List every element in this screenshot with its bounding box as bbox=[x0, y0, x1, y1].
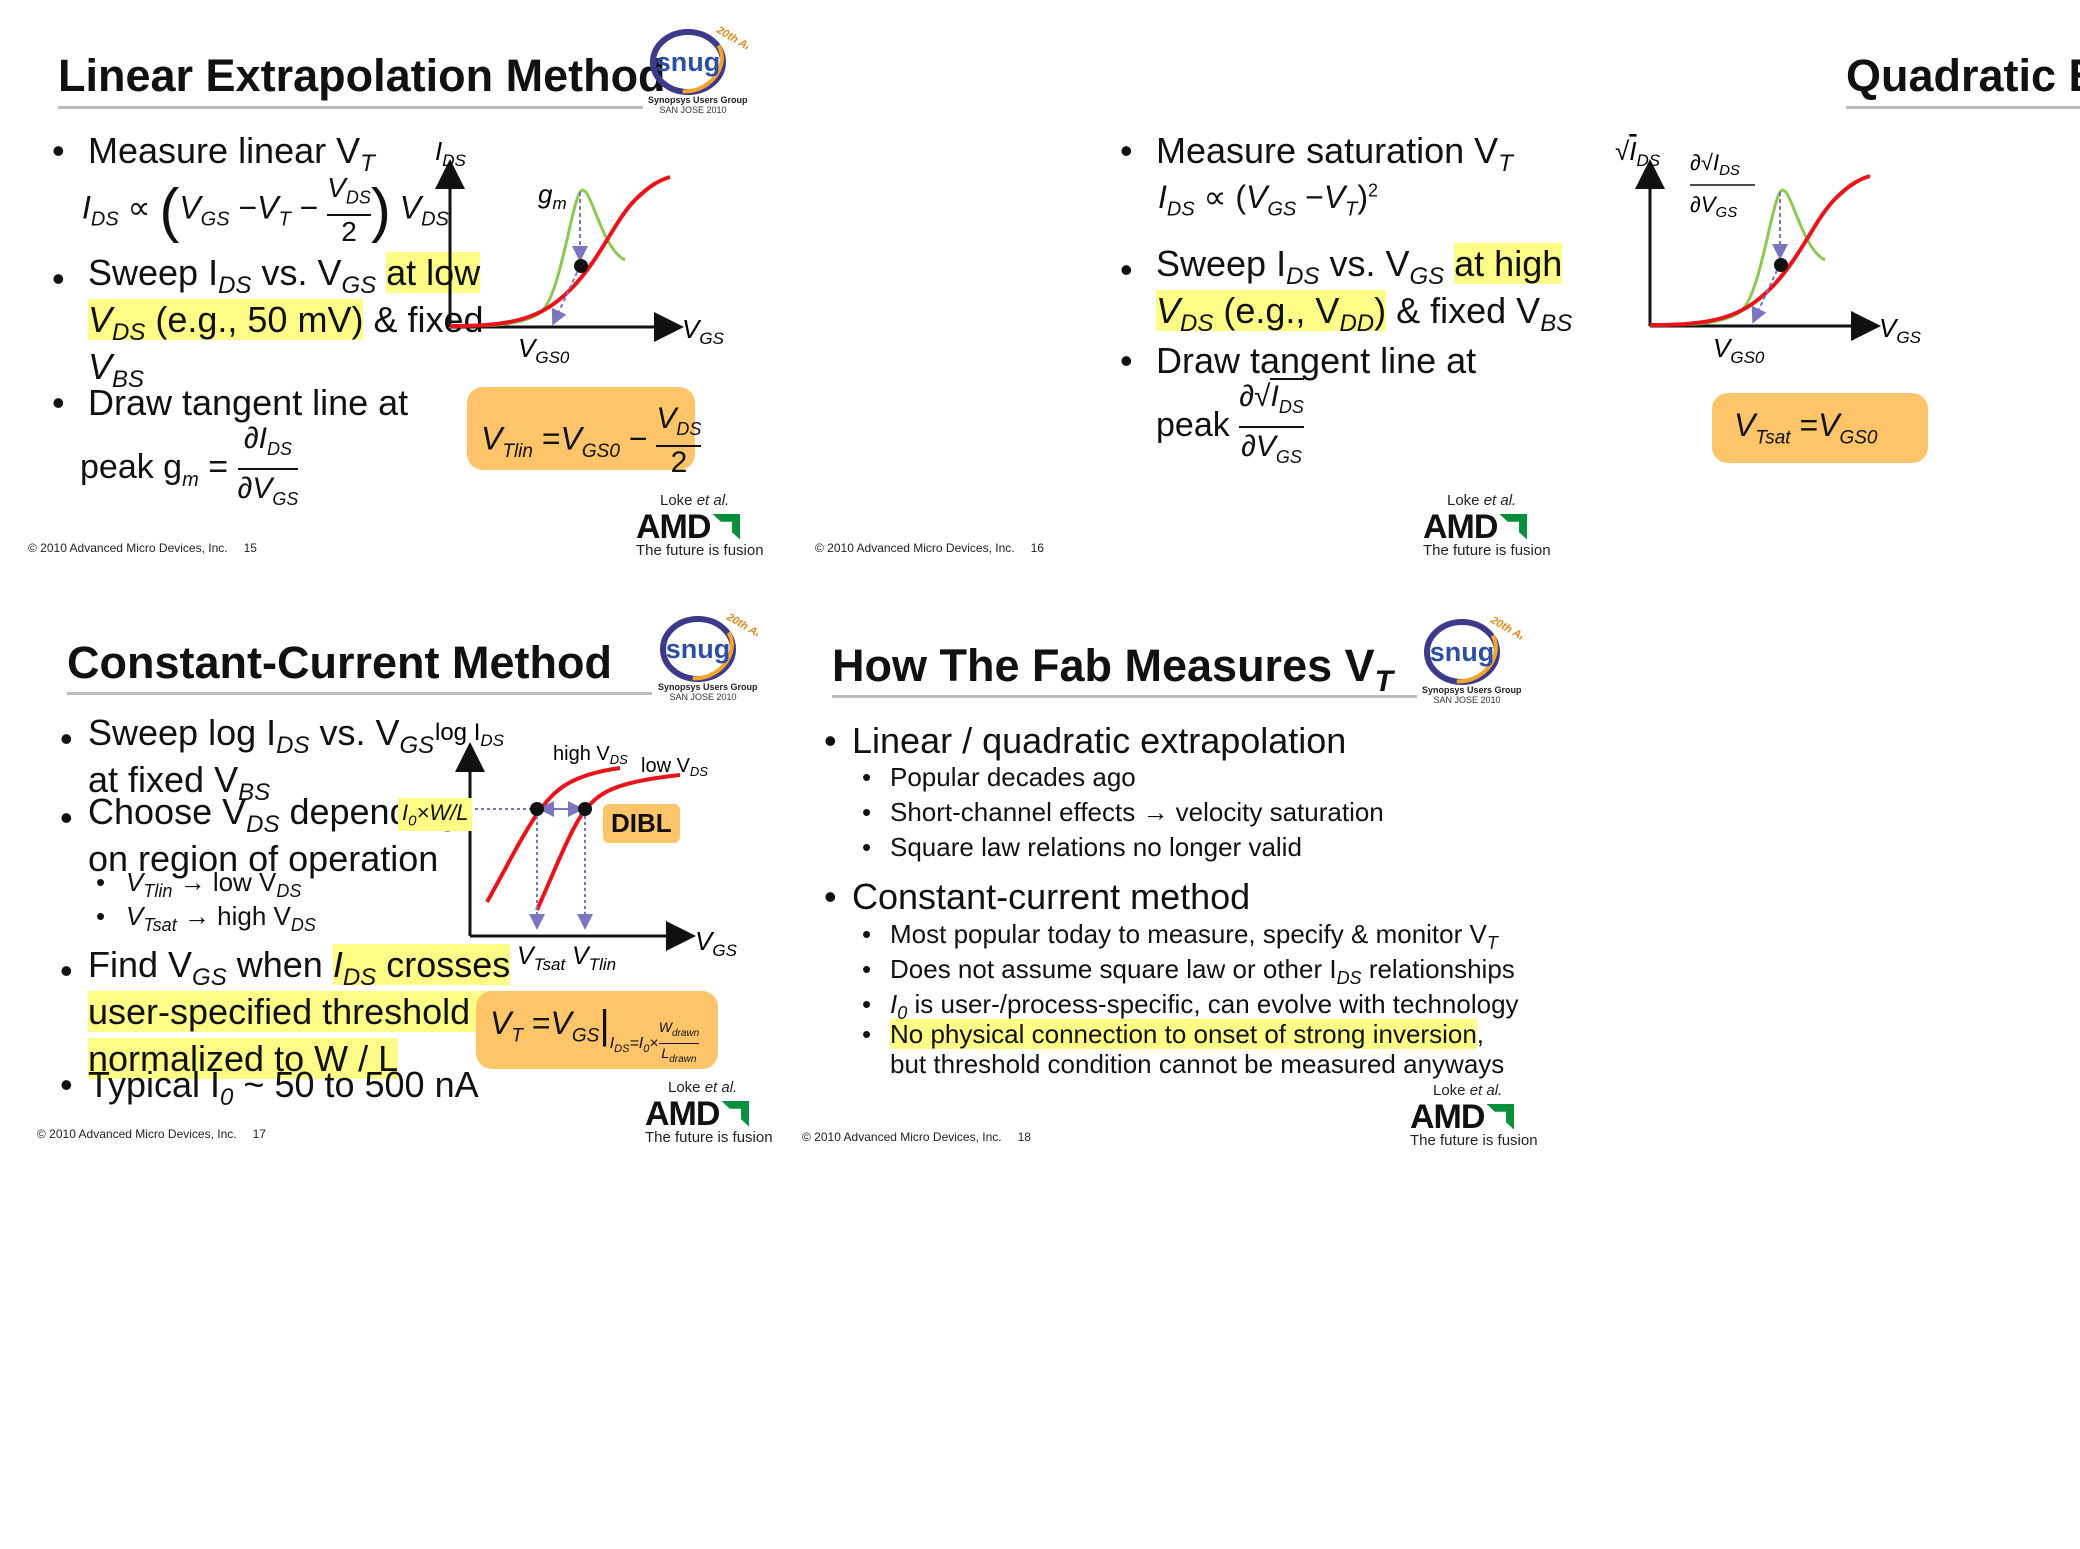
slide-quadratic-extrapolation: Quadratic Extrapolation Method snug 20th… bbox=[1040, 0, 2080, 774]
y-axis-label: IDS bbox=[435, 136, 467, 170]
amd-logo-icon: AMD bbox=[1410, 1098, 1515, 1137]
page-number: 15 bbox=[243, 541, 257, 555]
snug-wordmark: snug bbox=[656, 47, 721, 77]
slide-linear-extrapolation: Linear Extrapolation Method snug 20th An… bbox=[0, 0, 1040, 774]
slide-title: Linear Extrapolation Method bbox=[58, 50, 666, 101]
slide-constant-current: Constant-Current Method bbox=[0, 775, 1040, 1549]
copyright: © 2010 Advanced Micro Devices, Inc.15 bbox=[28, 541, 257, 555]
slide-title: Quadratic Extrapolation Method bbox=[1846, 50, 2080, 101]
credit: Loke et al. bbox=[660, 492, 730, 509]
snug-event: SAN JOSE 2010 bbox=[659, 105, 727, 115]
snug-logo-icon: snug 20th Anniversary bbox=[648, 18, 798, 105]
credit: Loke et al. bbox=[1433, 1082, 1503, 1099]
tangent-line bbox=[551, 265, 581, 326]
x-axis-label: VGS bbox=[682, 314, 725, 348]
snug-org: Synopsys Users Group bbox=[648, 95, 748, 105]
formula-gm: peak gm = ∂IDS∂VGS bbox=[80, 422, 299, 509]
title-rule bbox=[1846, 106, 2080, 109]
gm-curve bbox=[453, 188, 626, 328]
title-rule bbox=[58, 106, 643, 109]
tangent-point bbox=[574, 259, 588, 273]
graph-linear: IDS VGS gm VGS0 bbox=[435, 136, 725, 367]
highlight-vds-50mv: VDS (e.g., 50 mV) bbox=[88, 299, 364, 347]
gm-label: gm bbox=[538, 179, 567, 213]
amd-logo-icon: AMD bbox=[636, 508, 741, 547]
amd-tagline: The future is fusion bbox=[1410, 1132, 1538, 1149]
amd-tagline: The future is fusion bbox=[636, 542, 764, 559]
highlight-at-low: at low bbox=[386, 252, 481, 293]
ids-curve bbox=[449, 175, 671, 328]
vgs0-label: VGS0 bbox=[518, 333, 570, 367]
